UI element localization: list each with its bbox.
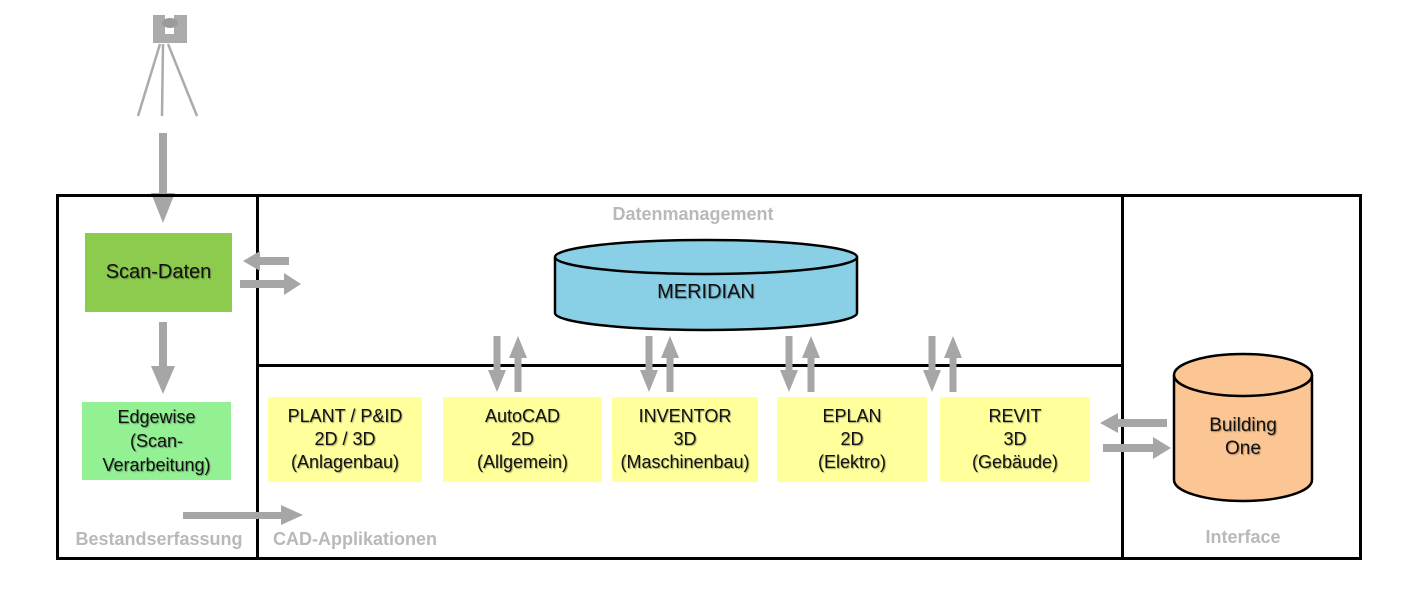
- arrow-autocad-to-meridian: [509, 336, 527, 392]
- divider-right-section: [1121, 194, 1124, 560]
- eplan-label-line1: EPLAN: [822, 406, 882, 426]
- building-one-label-line2: One: [1225, 438, 1261, 459]
- section-label-bestandserfassung: Bestandserfassung: [75, 529, 243, 549]
- building-one-label: Building One: [1172, 414, 1314, 460]
- plant-label-line3: (Anlagenbau): [290, 452, 400, 472]
- arrow-scan-daten-to-edgewise: [151, 322, 175, 394]
- section-label-cad-applikationen: CAD-Applikationen: [273, 529, 437, 549]
- building-one-database-cylinder: [1172, 352, 1314, 503]
- meridian-label: MERIDIAN: [657, 281, 755, 303]
- scan-daten-label: Scan-Daten: [105, 261, 212, 283]
- arrow-building-one-to-revit: [1100, 413, 1167, 433]
- node-eplan: EPLAN 2D (Elektro): [777, 397, 927, 482]
- inventor-label-line2: 3D: [673, 429, 697, 449]
- section-label-interface: Interface: [1205, 527, 1281, 547]
- arrow-bestandserfassung-to-cad: [183, 505, 303, 525]
- revit-label-line2: 3D: [1003, 429, 1027, 449]
- autocad-label-line2: 2D: [510, 429, 534, 449]
- node-plant-pid: PLANT / P&ID 2D / 3D (Anlagenbau): [268, 397, 422, 482]
- edgewise-label-line3: Verarbeitung): [102, 455, 211, 475]
- revit-label-line1: REVIT: [988, 406, 1042, 426]
- arrow-meridian-to-revit: [923, 336, 941, 392]
- arrow-meridian-to-inventor: [640, 336, 658, 392]
- inventor-label-line1: INVENTOR: [638, 406, 732, 426]
- arrow-scan-daten-to-datenmanagement: [240, 273, 301, 295]
- arrow-revit-to-meridian: [944, 336, 962, 392]
- arrow-eplan-to-meridian: [802, 336, 820, 392]
- edgewise-label-line1: Edgewise: [117, 407, 196, 427]
- eplan-label-line3: (Elektro): [817, 452, 886, 472]
- autocad-label-line1: AutoCAD: [484, 406, 561, 426]
- node-revit: REVIT 3D (Gebäude): [940, 397, 1090, 482]
- arrow-revit-to-building-one: [1103, 437, 1171, 459]
- node-scan-daten: Scan-Daten: [85, 233, 232, 312]
- divider-datenmanagement-cad: [256, 364, 1124, 367]
- arrow-meridian-to-autocad: [488, 336, 506, 392]
- node-inventor: INVENTOR 3D (Maschinenbau): [612, 397, 758, 482]
- laser-scanner-icon: [136, 15, 199, 117]
- diagram-frame: [56, 194, 1362, 560]
- edgewise-label-line2: (Scan-: [129, 431, 183, 451]
- node-autocad: AutoCAD 2D (Allgemein): [443, 397, 602, 482]
- arrow-datenmanagement-to-scan-daten: [243, 251, 289, 271]
- autocad-label-line3: (Allgemein): [476, 452, 569, 472]
- meridian-database-cylinder: [553, 238, 859, 332]
- eplan-label-line2: 2D: [840, 429, 864, 449]
- inventor-label-line3: (Maschinenbau): [620, 452, 750, 472]
- plant-label-line2: 2D / 3D: [314, 429, 376, 449]
- building-one-label-line1: Building: [1209, 415, 1277, 436]
- revit-label-line3: (Gebäude): [971, 452, 1059, 472]
- node-edgewise: Edgewise (Scan- Verarbeitung): [82, 402, 231, 480]
- divider-left-section: [256, 194, 259, 560]
- arrow-inventor-to-meridian: [661, 336, 679, 392]
- plant-label-line1: PLANT / P&ID: [287, 406, 403, 426]
- arrow-meridian-to-eplan: [780, 336, 798, 392]
- section-label-datenmanagement: Datenmanagement: [612, 204, 774, 224]
- arrow-scanner-to-scan-daten: [151, 133, 175, 223]
